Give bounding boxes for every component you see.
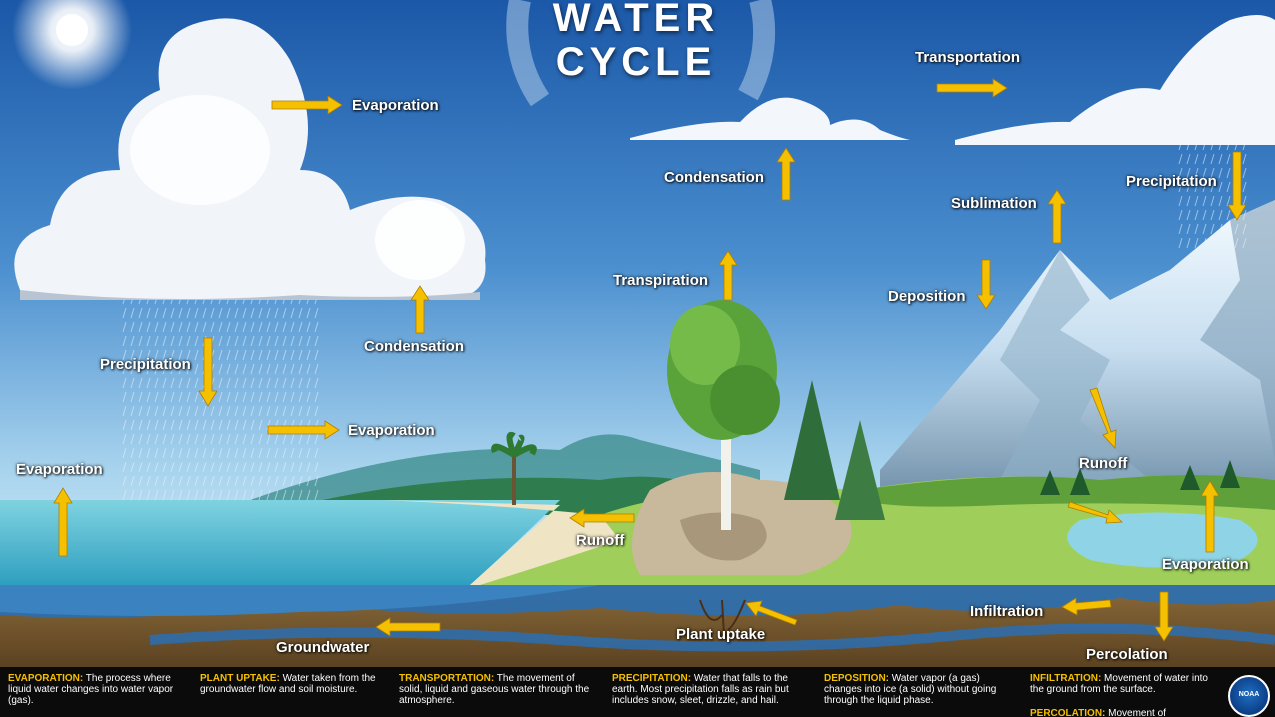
ocean <box>0 500 560 585</box>
definition-precipitation: PRECIPITATION: Water that falls to the e… <box>612 673 789 706</box>
arrow-left <box>745 600 798 626</box>
arrow-up <box>776 147 796 201</box>
label-condensation-sky: Condensation <box>664 169 764 186</box>
arrow-up <box>410 285 430 334</box>
definition-transportation: TRANSPORTATION: The movement of solid, l… <box>399 673 590 706</box>
definition-deposition: DEPOSITION: Water vapor (a gas) changes … <box>824 673 997 706</box>
label-transportation: Transportation <box>915 49 1021 66</box>
arrow-right <box>271 95 343 115</box>
process-arrows <box>53 78 1247 642</box>
arrow-right <box>936 78 1008 98</box>
arrow-down <box>198 337 218 407</box>
label-runoff-mountain: Runoff <box>1079 455 1128 472</box>
stratus-cloud <box>630 97 910 140</box>
label-infiltration: Infiltration <box>970 603 1044 620</box>
label-sublimation: Sublimation <box>951 195 1037 212</box>
label-deposition: Deposition <box>888 288 966 305</box>
label-transpiration: Transpiration <box>613 272 709 289</box>
cloud-right <box>955 15 1275 145</box>
label-groundwater: Groundwater <box>276 639 370 656</box>
arrow-left <box>1061 597 1112 616</box>
arrow-left <box>569 508 635 528</box>
label-evaporation-cloud: Evaporation <box>352 97 439 114</box>
arrow-diagonal <box>1067 501 1123 524</box>
noaa-logo: NOAA <box>1228 675 1270 717</box>
title-line-1: WATER <box>552 0 720 40</box>
arrow-up <box>53 487 73 557</box>
label-evaporation-ocean: Evaporation <box>16 461 103 478</box>
label-evaporation-mid: Evaporation <box>348 422 435 439</box>
arrow-up <box>718 250 738 301</box>
definition-infiltration: INFILTRATION: Movement of water into the… <box>1030 673 1208 695</box>
arrow-right <box>267 420 340 440</box>
definition-percolation: PERCOLATION: Movement of <box>1030 708 1166 717</box>
rain-left <box>120 285 320 500</box>
label-plant-uptake: Plant uptake <box>676 626 766 643</box>
label-precipitation-left: Precipitation <box>100 356 191 373</box>
definitions-footer: EVAPORATION: The process where liquid wa… <box>0 667 1275 717</box>
cumulonimbus-cloud <box>14 18 486 300</box>
palm-tree <box>512 455 516 505</box>
label-evaporation-lake: Evaporation <box>1162 556 1249 573</box>
label-precipitation-right: Precipitation <box>1126 173 1217 190</box>
arrow-left <box>375 617 441 637</box>
arrow-up <box>1047 189 1067 244</box>
label-condensation-cloud: Condensation <box>364 338 464 355</box>
definition-plant-uptake: PLANT UPTAKE: Water taken from the groun… <box>200 673 376 695</box>
arrow-up <box>1200 480 1220 553</box>
scene-illustration <box>0 0 1275 667</box>
label-runoff-beach: Runoff <box>576 532 625 549</box>
evergreen-tree <box>784 380 840 500</box>
arrow-down <box>976 259 996 310</box>
birch-tree <box>721 390 731 530</box>
definition-evaporation: EVAPORATION: The process where liquid wa… <box>8 673 174 706</box>
title-line-2: CYCLE <box>555 40 717 84</box>
arrow-diagonal <box>1089 387 1117 449</box>
label-percolation: Percolation <box>1086 646 1168 663</box>
arrow-down <box>1154 591 1174 642</box>
arrow-down <box>1227 151 1247 221</box>
